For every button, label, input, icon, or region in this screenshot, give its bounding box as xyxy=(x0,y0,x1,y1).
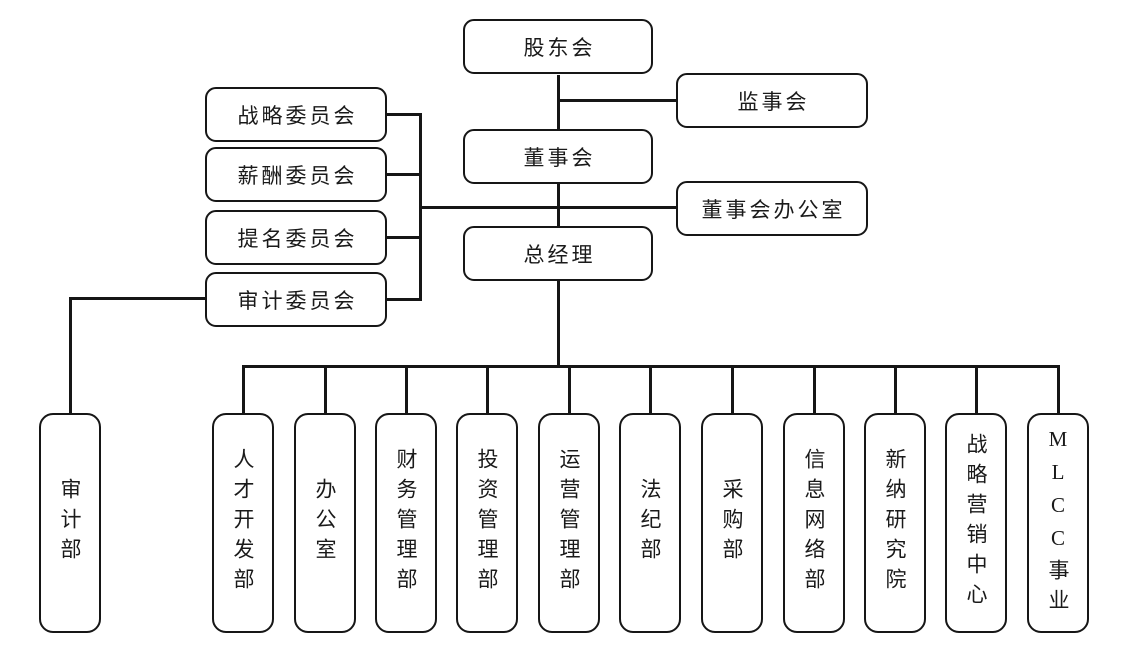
dept-info-network: 信息网络部 xyxy=(783,413,845,633)
connector-shareholders-board xyxy=(557,75,560,131)
connector-stub-research xyxy=(894,365,897,413)
node-nomination-committee: 提名委员会 xyxy=(205,210,387,265)
connector-stub-remuneration-committee xyxy=(387,173,422,176)
connector-stub-operations xyxy=(568,365,571,413)
connector-stub-nomination-committee xyxy=(387,236,422,239)
connector-stub-strategic-marketing xyxy=(975,365,978,413)
connector-stub-audit-committee xyxy=(387,298,422,301)
dept-financial-mgmt: 财务管理部 xyxy=(375,413,437,633)
connector-board-office-branch xyxy=(420,206,676,209)
dept-operations-mgmt: 运营管理部 xyxy=(538,413,600,633)
node-supervisory-board: 监事会 xyxy=(676,73,868,128)
dept-strategic-marketing: 战略营销中心 xyxy=(945,413,1007,633)
connector-stub-mlcc xyxy=(1057,365,1060,413)
dept-legal-discipline: 法纪部 xyxy=(619,413,681,633)
connector-stub-investment xyxy=(486,365,489,413)
node-board-office: 董事会办公室 xyxy=(676,181,868,236)
node-remuneration-committee: 薪酬委员会 xyxy=(205,147,387,202)
connector-stub-finance xyxy=(405,365,408,413)
connector-stub-legal xyxy=(649,365,652,413)
dept-procurement: 采购部 xyxy=(701,413,763,633)
dept-talent-development: 人才开发部 xyxy=(212,413,274,633)
node-board-of-directors: 董事会 xyxy=(463,129,653,184)
dept-mlcc-business: MLCC事业 xyxy=(1027,413,1089,633)
dept-investment-mgmt: 投资管理部 xyxy=(456,413,518,633)
connector-stub-office xyxy=(324,365,327,413)
connector-stub-info-network xyxy=(813,365,816,413)
connector-audit-committee-left xyxy=(69,297,205,300)
dept-audit: 审计部 xyxy=(39,413,101,633)
dept-xinna-research: 新纳研究院 xyxy=(864,413,926,633)
connector-stub-strategy-committee xyxy=(387,113,422,116)
connector-stub-procurement xyxy=(731,365,734,413)
connector-audit-committee-down xyxy=(69,297,72,413)
dept-office: 办公室 xyxy=(294,413,356,633)
node-general-manager: 总经理 xyxy=(463,226,653,281)
connector-stub-talent-dev xyxy=(242,365,245,413)
connector-supervisory-branch xyxy=(558,99,676,102)
connector-gm-to-bus xyxy=(557,281,560,368)
node-audit-committee: 审计委员会 xyxy=(205,272,387,327)
node-strategy-committee: 战略委员会 xyxy=(205,87,387,142)
node-shareholders-meeting: 股东会 xyxy=(463,19,653,74)
connector-committee-bus xyxy=(419,113,422,301)
